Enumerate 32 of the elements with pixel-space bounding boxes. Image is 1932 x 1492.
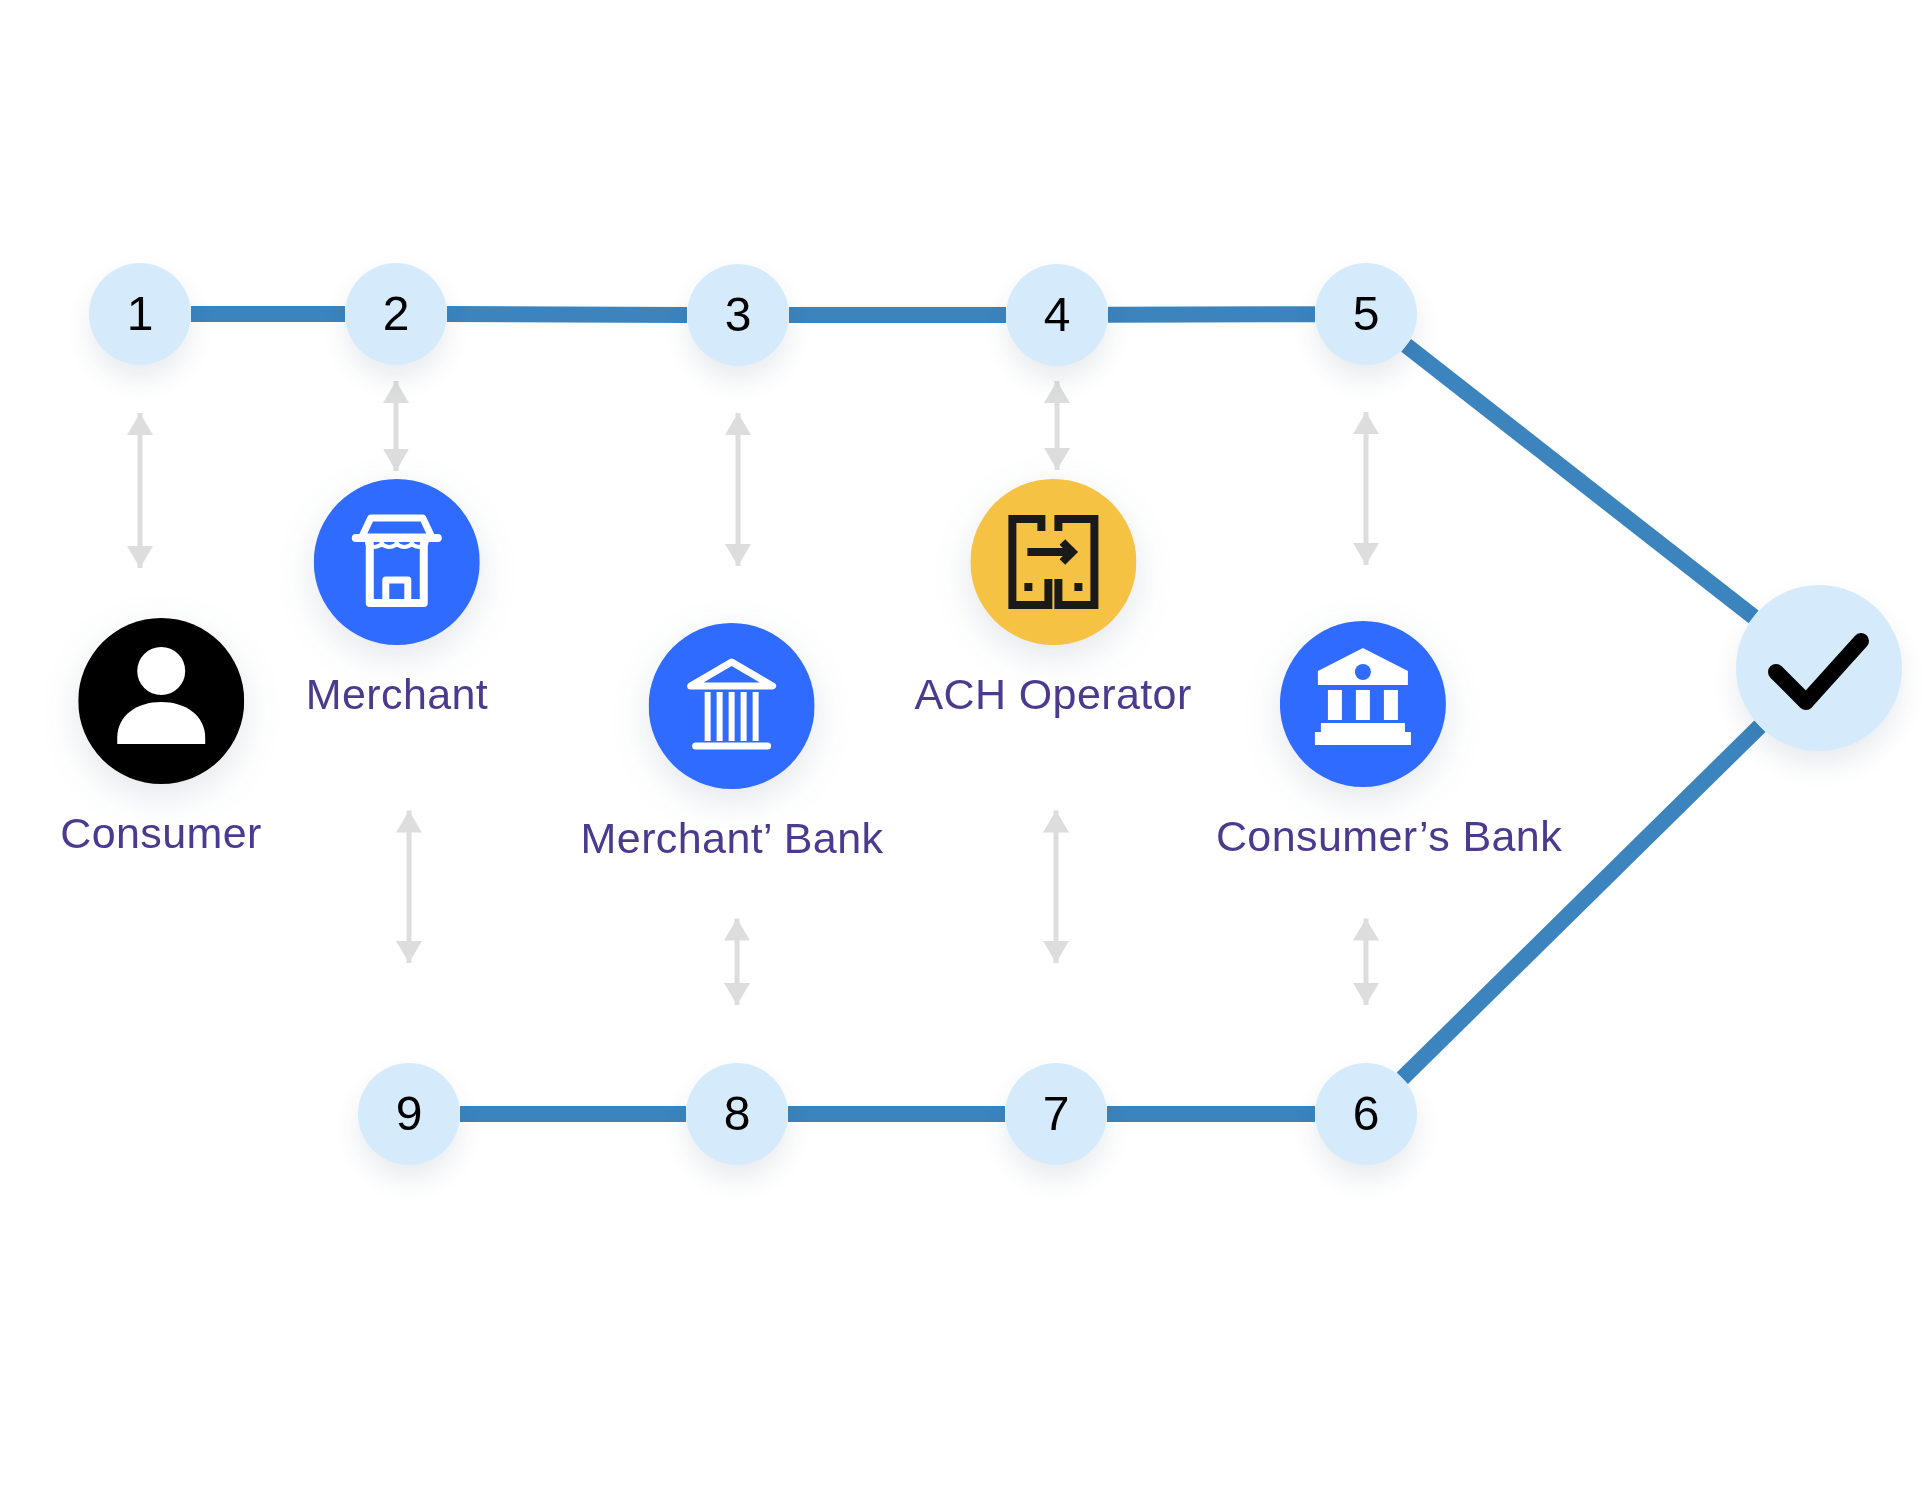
connector-line xyxy=(788,1106,1005,1122)
step-number: 5 xyxy=(1315,263,1417,365)
actor-label: ACH Operator xyxy=(914,669,1192,720)
actor-label: Consumer xyxy=(60,808,262,859)
actor-label: Merchant’ Bank xyxy=(580,813,884,864)
step-number: 1 xyxy=(89,263,191,365)
connector-line xyxy=(1396,720,1766,1084)
double-arrow xyxy=(1353,918,1379,1005)
double-arrow xyxy=(383,381,409,471)
actor-label: Merchant xyxy=(305,669,489,720)
double-arrow xyxy=(1353,412,1379,565)
actor-label: Consumer’s Bank xyxy=(1215,811,1563,862)
step-number: 6 xyxy=(1315,1063,1417,1165)
step-number: 2 xyxy=(345,263,447,365)
connector-line xyxy=(789,307,1006,323)
double-arrow xyxy=(725,413,751,566)
double-arrow xyxy=(127,413,153,568)
connector-line xyxy=(446,306,688,323)
connector-line xyxy=(191,306,345,322)
step-number: 8 xyxy=(686,1063,788,1165)
double-arrow xyxy=(1044,381,1070,470)
connector-line xyxy=(460,1106,686,1122)
step-number: 9 xyxy=(358,1063,460,1165)
double-arrow xyxy=(724,918,750,1005)
double-arrow xyxy=(1043,810,1069,963)
connector-line xyxy=(1107,1106,1315,1122)
double-arrow xyxy=(396,810,422,963)
connector-line xyxy=(1401,339,1759,624)
step-number: 3 xyxy=(687,264,789,366)
connector-line xyxy=(1107,306,1316,323)
step-number: 4 xyxy=(1006,264,1108,366)
step-number: 7 xyxy=(1005,1063,1107,1165)
